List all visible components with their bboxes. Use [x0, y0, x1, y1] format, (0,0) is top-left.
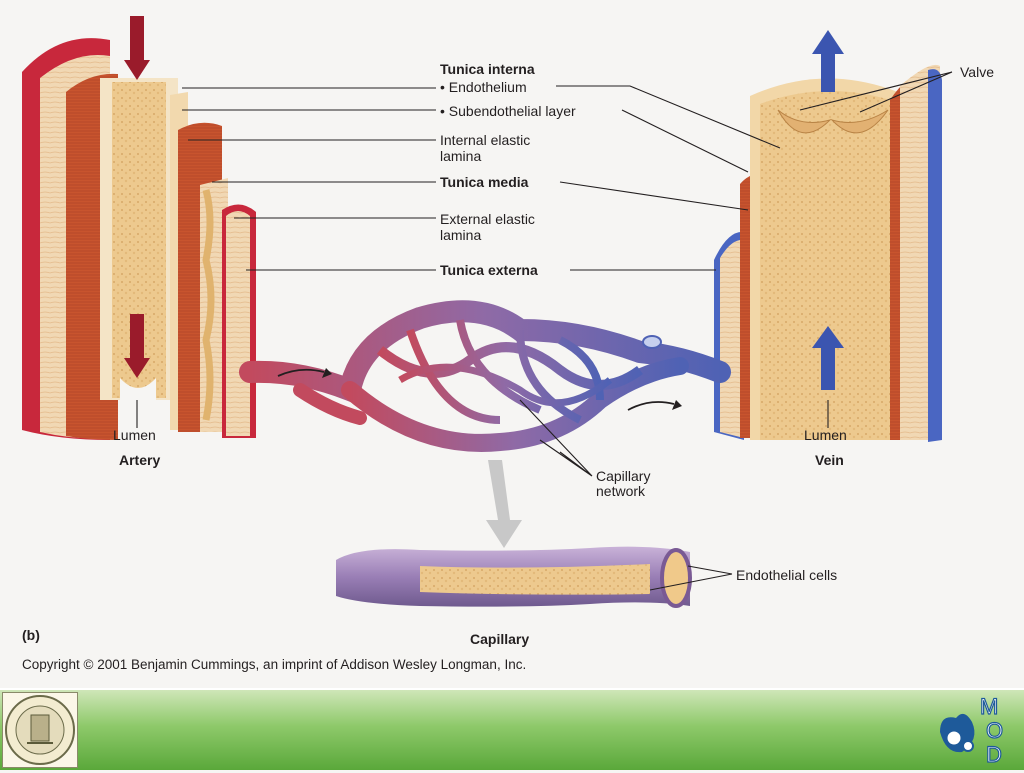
logo-letter-m: M [980, 694, 998, 719]
artery-illustration [22, 16, 256, 441]
mod-logo: M O D [932, 692, 1012, 768]
label-subendothelial-layer: • Subendothelial layer [440, 103, 576, 119]
label-endothelium: • Endothelium [440, 79, 527, 95]
university-seal-logo [2, 692, 78, 768]
capillary-network-illustration [239, 300, 731, 548]
label-capillary: Capillary [470, 631, 529, 647]
label-valve: Valve [960, 64, 994, 80]
logo-letter-o: O [986, 718, 1003, 743]
label-internal-elastic-1: Internal elastic [440, 132, 530, 148]
label-capillary-network-1: Capillary [596, 468, 650, 484]
copyright-notice: Copyright © 2001 Benjamin Cummings, an i… [22, 657, 526, 672]
label-capillary-network-2: network [596, 483, 646, 499]
vein-illustration [714, 30, 942, 442]
footer-bar: M O D [0, 688, 1024, 770]
label-external-elastic-2: lamina [440, 227, 481, 243]
label-tunica-media: Tunica media [440, 174, 529, 190]
capillary-illustration [336, 546, 692, 608]
label-tunica-interna: Tunica interna [440, 61, 535, 77]
blood-vessel-diagram: Tunica interna • Endothelium • Subendoth… [22, 16, 994, 672]
label-tunica-externa: Tunica externa [440, 262, 538, 278]
label-endothelial-cells: Endothelial cells [736, 567, 837, 583]
label-external-elastic-1: External elastic [440, 211, 535, 227]
leader-lines [136, 71, 953, 591]
label-panel-b: (b) [22, 627, 40, 643]
label-lumen-artery: Lumen [113, 427, 156, 443]
label-vein: Vein [815, 452, 844, 468]
label-lumen-vein: Lumen [804, 427, 847, 443]
logo-letter-d: D [986, 742, 1002, 767]
label-internal-elastic-2: lamina [440, 148, 481, 164]
label-artery: Artery [119, 452, 160, 468]
